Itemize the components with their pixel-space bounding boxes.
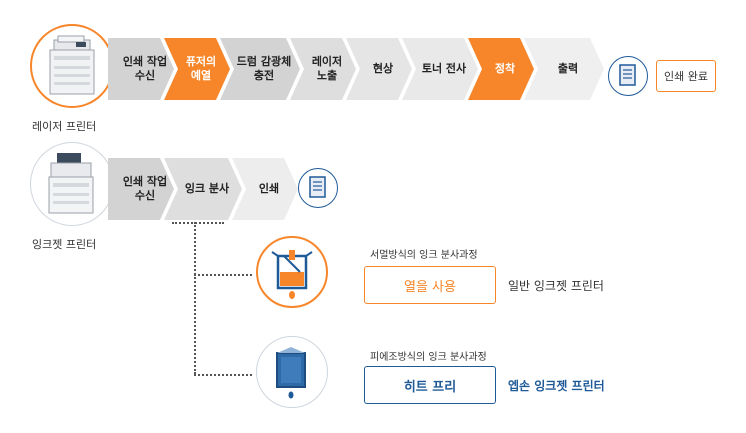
inkjet-step-print: 인쇄 (232, 158, 298, 220)
thermal-side-label: 일반 잉크젯 프린터 (508, 279, 604, 293)
piezo-ink-head-icon (276, 347, 306, 399)
inkjet-document-circle (298, 168, 338, 208)
laser-printer-circle (30, 24, 114, 108)
piezo-heat-free-box: 히트 프리 (364, 366, 496, 404)
connector-vertical (194, 222, 196, 374)
laser-step-drum-charge: 드럼 감광체 충전 (220, 38, 300, 100)
thermal-heat-box: 열을 사용 (364, 266, 496, 304)
inkjet-step-receive: 인쇄 작업 수신 (108, 158, 174, 220)
inkjet-printer-icon (48, 153, 94, 214)
connector-piezo (194, 374, 252, 376)
inkjet-printer-circle (30, 142, 114, 226)
piezo-side-label: 엡손 잉크젯 프린터 (508, 379, 605, 393)
laser-step-toner-transfer: 토너 전사 (402, 38, 478, 100)
laser-step-develop: 현상 (346, 38, 412, 100)
laser-process-flow: 인쇄 작업 수신 퓨저의 예열 드럼 감광체 충전 레이저 노출 현상 토너 전… (108, 38, 608, 100)
piezo-head-circle (256, 336, 328, 408)
piezo-caption: 피에조방식의 잉크 분사과정 (370, 352, 487, 363)
laser-step-receive: 인쇄 작업 수신 (108, 38, 174, 100)
inkjet-step-ink-spray: 잉크 분사 (164, 158, 242, 220)
connector-top (172, 222, 224, 224)
laser-printer-label: 레이저 프린터 (32, 120, 97, 133)
thermal-head-circle (256, 236, 328, 308)
laser-document-circle (608, 56, 648, 96)
thermal-caption: 서멀방식의 잉크 분사과정 (370, 250, 478, 261)
laser-step-output: 출력 (524, 38, 604, 100)
document-icon (619, 64, 636, 86)
thermal-ink-head-icon (271, 250, 313, 299)
connector-thermal (194, 274, 252, 276)
document-icon (309, 176, 326, 198)
laser-printer-icon (49, 35, 95, 95)
inkjet-process-flow: 인쇄 작업 수신 잉크 분사 인쇄 (108, 158, 298, 220)
print-complete-badge: 인쇄 완료 (656, 60, 716, 92)
inkjet-printer-label: 잉크젯 프린터 (32, 238, 97, 251)
